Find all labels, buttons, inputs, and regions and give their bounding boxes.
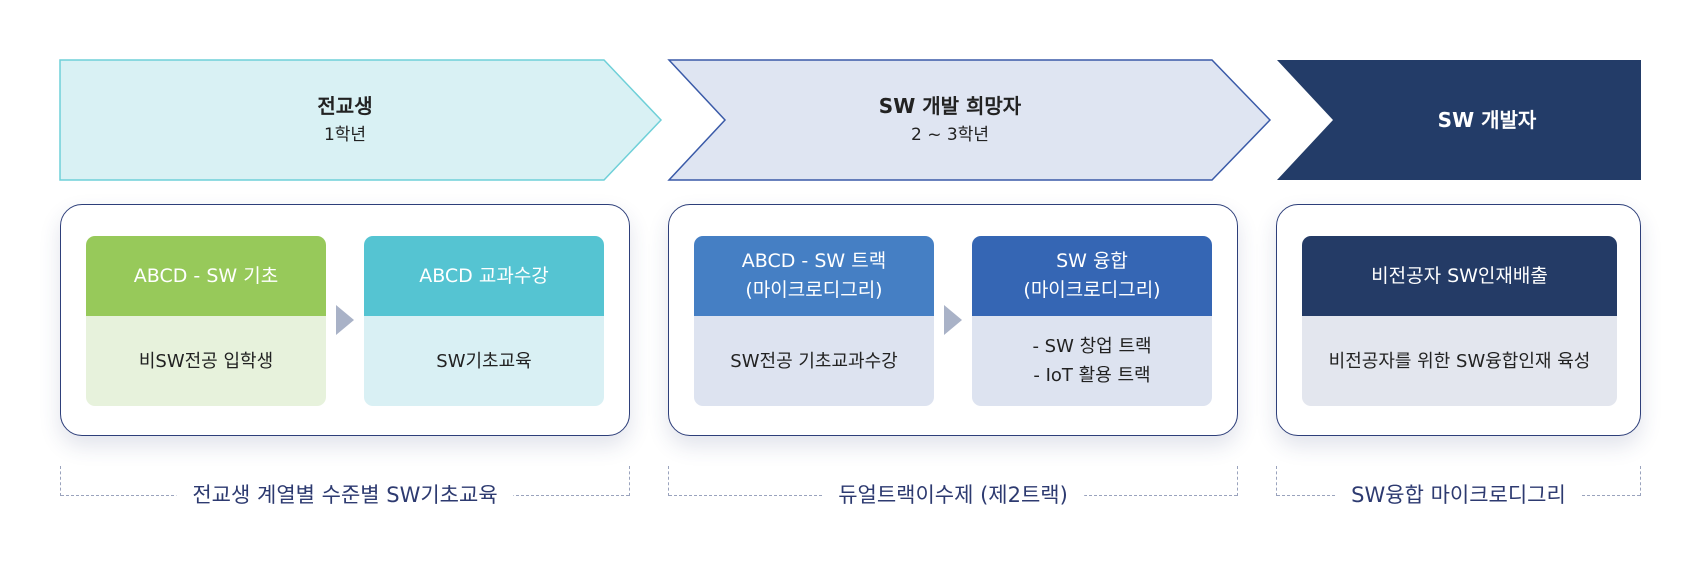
card-sw-track: ABCD - SW 트랙 (마이크로디그리) SW전공 기초교과수강: [694, 236, 934, 406]
stage-label-sw-developers: SW 개발자: [1333, 60, 1641, 180]
card-header: ABCD 교과수강: [364, 236, 604, 316]
card-body: 비SW전공 입학생: [86, 316, 326, 406]
stage-arrows: [59, 59, 1641, 181]
card-body-text: 비SW전공 입학생: [138, 350, 274, 372]
card-body: 비전공자를 위한 SW융합인재 육성: [1302, 316, 1617, 406]
arrow-right-icon: [944, 305, 962, 335]
card-body-text: SW기초교육: [436, 350, 532, 372]
stage-label-freshmen: 전교생 1학년: [60, 60, 630, 180]
card-body-text: 비전공자를 위한 SW융합인재 육성: [1328, 350, 1591, 372]
panel-freshmen: ABCD - SW 기초 비SW전공 입학생 ABCD 교과수강 SW기초교육: [60, 204, 630, 436]
caption-bracket-freshmen: 전교생 계열별 수준별 SW기초교육: [60, 466, 630, 508]
card-sw-convergence: SW 융합 (마이크로디그리) - SW 창업 트랙 - IoT 활용 트랙: [972, 236, 1212, 406]
stage-arrow-sw-aspirants: [667, 59, 1272, 181]
card-body-text: - IoT 활용 트랙: [1033, 365, 1151, 386]
stage-title: 전교생: [317, 94, 373, 118]
card-course-enrollment: ABCD 교과수강 SW기초교육: [364, 236, 604, 406]
card-header: 비전공자 SW인재배출: [1302, 236, 1617, 316]
stage-label-sw-aspirants: SW 개발 희망자 2 ~ 3학년: [725, 60, 1175, 180]
card-header-text: 비전공자 SW인재배출: [1371, 264, 1548, 287]
arrow-right-icon: [336, 305, 354, 335]
card-sw-basics: ABCD - SW 기초 비SW전공 입학생: [86, 236, 326, 406]
caption-bracket-sw-developers: SW융합 마이크로디그리: [1276, 466, 1641, 508]
caption-text: 듀얼트랙이수제 (제2트랙): [822, 482, 1084, 508]
card-body-text: - SW 창업 트랙: [1032, 336, 1152, 357]
stage-subtitle: 1학년: [323, 125, 367, 145]
stage-arrow-freshmen: [59, 59, 663, 181]
panel-sw-developers: 비전공자 SW인재배출 비전공자를 위한 SW융합인재 육성: [1276, 204, 1641, 436]
card-header: SW 융합 (마이크로디그리): [972, 236, 1212, 316]
stage-title: SW 개발 희망자: [878, 94, 1022, 118]
card-header-text: (마이크로디그리): [745, 279, 883, 301]
card-body: - SW 창업 트랙 - IoT 활용 트랙: [972, 316, 1212, 406]
card-header: ABCD - SW 트랙 (마이크로디그리): [694, 236, 934, 316]
card-body-text: SW전공 기초교과수강: [730, 350, 898, 372]
card-non-major-talent: 비전공자 SW인재배출 비전공자를 위한 SW융합인재 육성: [1302, 236, 1617, 406]
card-body: SW기초교육: [364, 316, 604, 406]
stage-title: SW 개발자: [1437, 108, 1537, 132]
caption-text: SW융합 마이크로디그리: [1335, 482, 1582, 508]
caption-bracket-sw-aspirants: 듀얼트랙이수제 (제2트랙): [668, 466, 1238, 508]
card-header-text: ABCD - SW 트랙: [741, 250, 887, 272]
panel-sw-aspirants: ABCD - SW 트랙 (마이크로디그리) SW전공 기초교과수강 SW 융합…: [668, 204, 1238, 436]
card-header-text: ABCD 교과수강: [419, 264, 549, 287]
card-header: ABCD - SW 기초: [86, 236, 326, 316]
stage-subtitle: 2 ~ 3학년: [911, 125, 989, 145]
card-header-text: ABCD - SW 기초: [133, 264, 279, 287]
card-header-text: SW 융합: [1056, 250, 1128, 272]
caption-text: 전교생 계열별 수준별 SW기초교육: [176, 482, 514, 508]
stage-arrow-sw-developers: [1277, 60, 1641, 180]
card-header-text: (마이크로디그리): [1023, 279, 1161, 301]
card-body: SW전공 기초교과수강: [694, 316, 934, 406]
